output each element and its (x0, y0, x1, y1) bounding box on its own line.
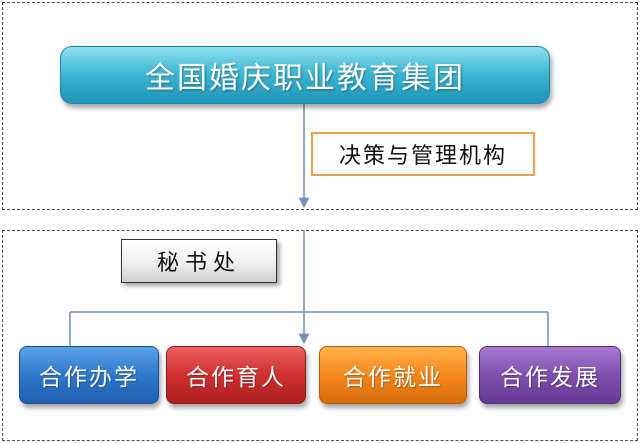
unit-box-cooperative-education: 合作育人 (166, 346, 306, 404)
secretariat-box: 秘书处 (121, 239, 277, 283)
group-title-box: 全国婚庆职业教育集团 (60, 46, 550, 104)
unit-box-cooperative-development: 合作发展 (479, 346, 621, 404)
operations-region-frame (2, 230, 638, 441)
unit-box-cooperative-schooling: 合作办学 (19, 346, 159, 404)
unit-box-cooperative-employment: 合作就业 (319, 346, 467, 404)
decision-body-label: 决策与管理机构 (311, 132, 535, 176)
decision-region-frame (2, 2, 638, 210)
